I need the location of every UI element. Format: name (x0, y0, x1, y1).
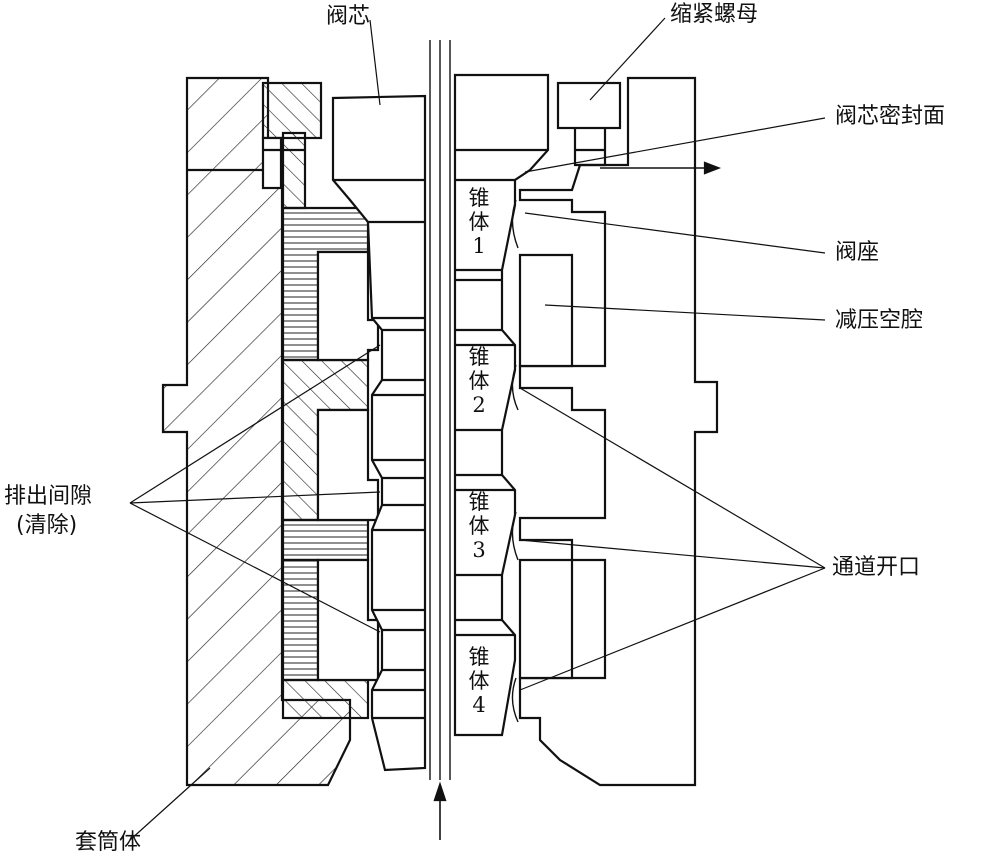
top-left-nut (261, 81, 323, 140)
label-sleeve-body: 套筒体 (75, 830, 142, 855)
right-housing (518, 76, 719, 787)
lock-nut (556, 81, 622, 130)
label-valve-seat: 阀座 (835, 240, 880, 265)
leader-lines (129, 17, 826, 841)
label-valve-core: 阀芯 (326, 4, 371, 29)
label-discharge-gap-note: (清除) (16, 513, 78, 538)
label-core-seal-face: 阀芯密封面 (835, 104, 946, 129)
label-lock-nut: 缩紧螺母 (670, 2, 759, 27)
label-discharge-gap: 排出间隙 (4, 484, 93, 509)
label-channel-opening: 通道开口 (832, 555, 921, 580)
label-decompression-chamber: 减压空腔 (835, 308, 924, 333)
